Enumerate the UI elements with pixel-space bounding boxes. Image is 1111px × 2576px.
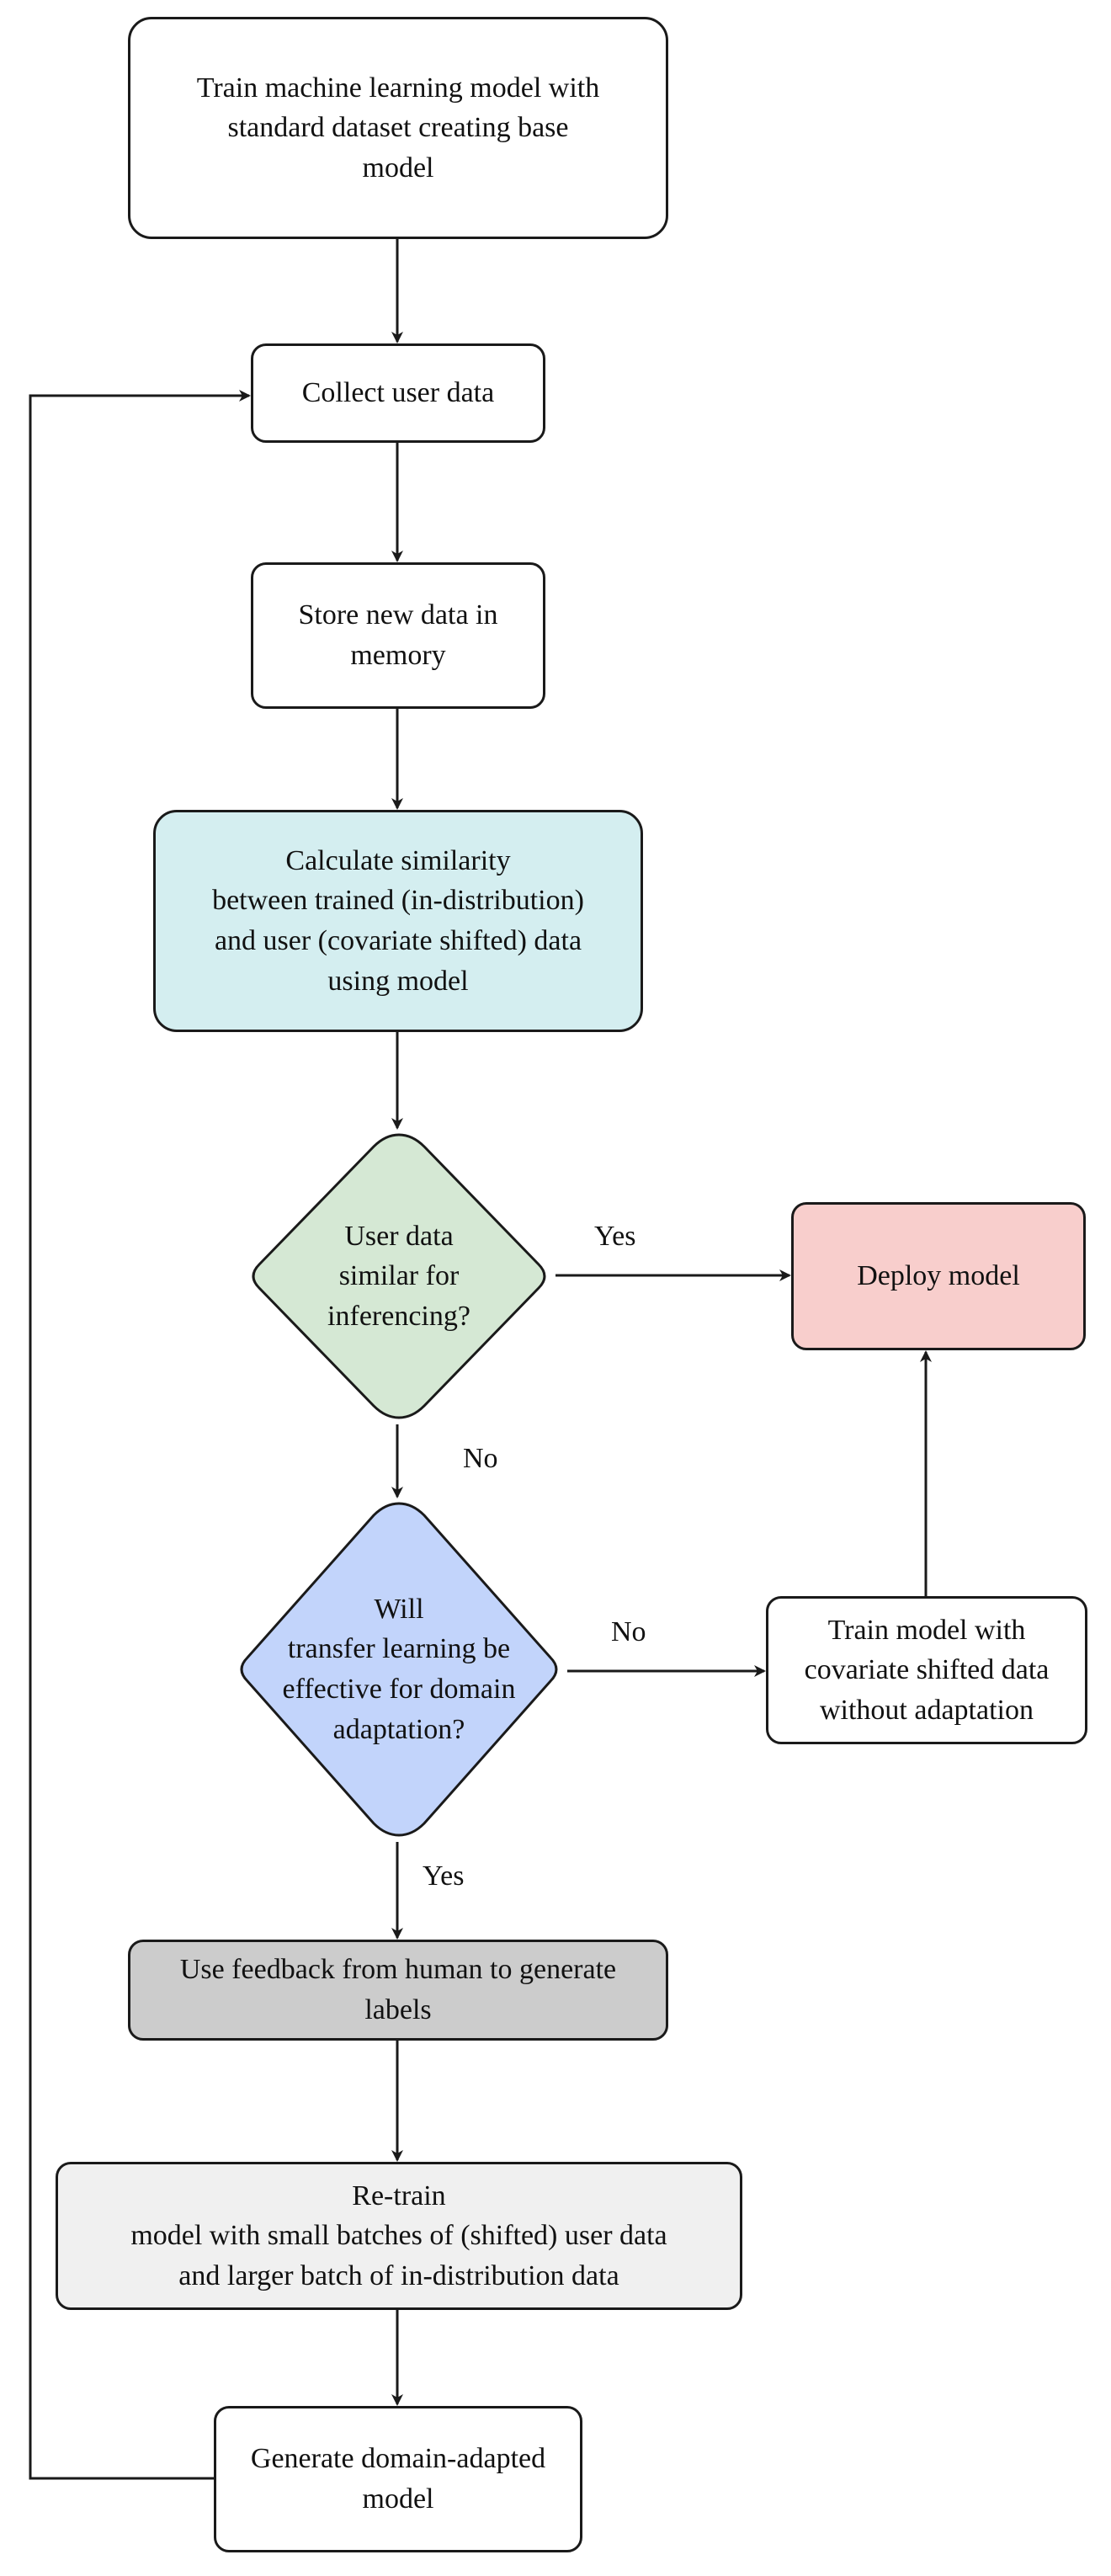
edge-label-yes-feedback: Yes [423, 1860, 465, 1892]
transfer-decision-shape [240, 1502, 558, 1837]
generate-model-box: Generate domain-adapted model [214, 2406, 582, 2552]
transfer-learning-decision-diamond: Will transfer learning be effective for … [232, 1500, 566, 1839]
edge-label-no-transfer: No [463, 1443, 498, 1474]
edge-label-yes-deploy: Yes [594, 1221, 636, 1252]
store-data-box: Store new data in memory [251, 562, 545, 709]
store-data-label: Store new data in memory [298, 599, 498, 671]
similar-decision-shape [252, 1133, 546, 1419]
calculate-similarity-label: Calculate similarity between trained (in… [212, 844, 584, 997]
similar-decision-label: User data similar for inferencing? [327, 1220, 470, 1332]
retrain-label: Re-train model with small batches of (sh… [130, 2179, 667, 2291]
calculate-similarity-box: Calculate similarity between trained (in… [153, 810, 643, 1032]
retrain-box: Re-train model with small batches of (sh… [56, 2162, 742, 2310]
edge-label-no-train: No [611, 1616, 646, 1647]
generate-model-label: Generate domain-adapted model [250, 2443, 546, 2515]
deploy-model-box: Deploy model [791, 1202, 1086, 1350]
deploy-model-label: Deploy model [857, 1260, 1020, 1292]
similar-decision-diamond: User data similar for inferencing? [244, 1131, 554, 1421]
collect-user-data-label: Collect user data [301, 377, 495, 409]
train-shifted-label: Train model with covariate shifted data … [804, 1614, 1050, 1726]
train-base-model-label: Train machine learning model with standa… [196, 72, 600, 184]
transfer-decision-label: Will transfer learning be effective for … [282, 1593, 516, 1745]
train-base-model-box: Train machine learning model with standa… [128, 17, 668, 239]
collect-user-data-box: Collect user data [251, 343, 545, 443]
edge-generate-loop-to-collect [29, 390, 251, 2480]
train-shifted-box: Train model with covariate shifted data … [766, 1596, 1087, 1744]
human-feedback-box: Use feedback from human to generate labe… [128, 1940, 668, 2041]
human-feedback-label: Use feedback from human to generate labe… [179, 1954, 617, 2025]
